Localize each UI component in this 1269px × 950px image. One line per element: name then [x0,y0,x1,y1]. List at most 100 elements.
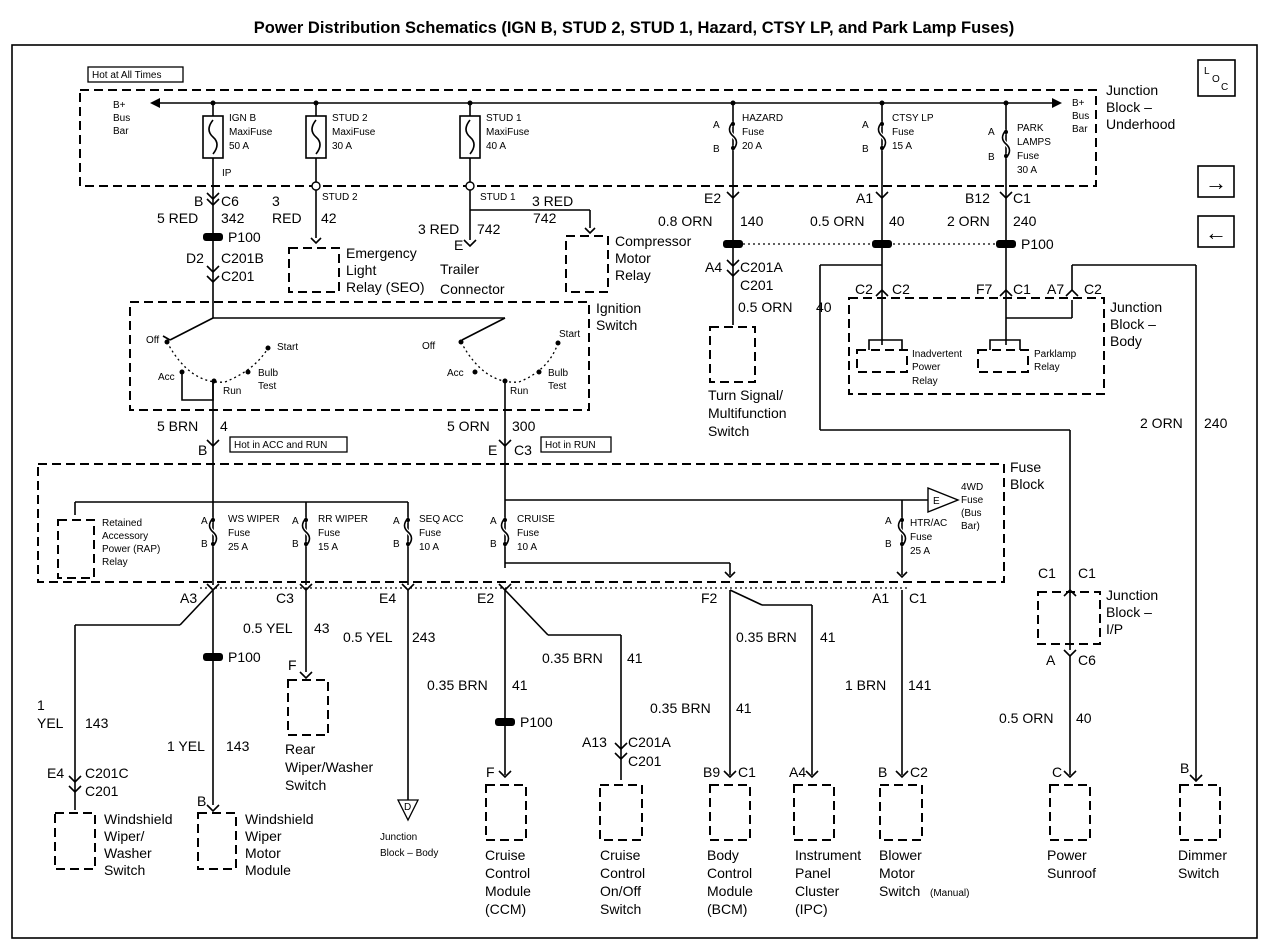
compressor-motor-relay: Compressor Motor Relay [565,233,692,293]
svg-text:RED: RED [272,210,302,226]
svg-text:CTSY LP: CTSY LP [892,113,934,124]
blower-motor-switch: Blower Motor Switch (Manual) [879,784,969,899]
svg-text:E2: E2 [704,190,721,206]
ctsy-lp-fuse: A B CTSY LP Fuse 15 A [862,100,934,186]
svg-text:30 A: 30 A [332,141,352,152]
cruise-control-module: Cruise Control Module (CCM) [485,784,531,917]
svg-text:Motor: Motor [615,250,651,266]
svg-text:RR WIPER: RR WIPER [318,514,368,525]
svg-text:C2: C2 [910,764,928,780]
svg-text:C1: C1 [909,590,927,606]
svg-text:STUD 2: STUD 2 [332,113,368,124]
svg-text:Inadvertent: Inadvertent [912,349,962,360]
rr-wiper-fuse: A B RR WIPER Fuse 15 A [292,502,368,585]
svg-text:10 A: 10 A [517,542,537,553]
location-icon[interactable]: L O C [1197,59,1236,97]
svg-text:LAMPS: LAMPS [1017,137,1051,148]
svg-text:Ignition: Ignition [596,300,641,316]
svg-text:Junction: Junction [380,832,417,843]
svg-text:Acc: Acc [158,372,175,383]
svg-text:0.5 ORN: 0.5 ORN [999,710,1053,726]
svg-text:B: B [194,193,203,209]
svg-text:0.35 BRN: 0.35 BRN [427,677,488,693]
svg-text:Trailer: Trailer [440,261,479,277]
svg-text:0.5 YEL: 0.5 YEL [343,629,393,645]
cruise-fuse: A B CRUISE Fuse 10 A [490,514,555,553]
svg-text:Fuse: Fuse [318,528,341,539]
circuit-143-ws-wiper: A3 P100 1 YEL 143 1 YEL 143 E4 C201C C20… [37,583,261,813]
circuit-742-stud-1: 3 RED 742 3 RED 742 E [418,190,596,253]
svg-text:F7: F7 [976,281,993,297]
svg-text:243: 243 [412,629,436,645]
svg-text:B: B [862,144,869,155]
svg-text:140: 140 [740,213,764,229]
svg-text:C201B: C201B [221,250,264,266]
circuit-300-run: 5 ORN 300 E C3 Hot in RUN [447,381,612,568]
hazard-fuse: A B HAZARD Fuse 20 A [713,100,783,186]
junction-block-underhood-label: Junction Block – Underhood [1106,82,1175,132]
windshield-wiper-motor-module: Windshield Wiper Motor Module [197,811,313,878]
svg-text:B: B [988,152,995,163]
svg-text:MaxiFuse: MaxiFuse [332,127,376,138]
junction-block-body: Junction Block – Body Inadvertent Power … [848,297,1162,395]
svg-text:Block: Block [1010,476,1045,492]
svg-text:Control: Control [600,865,645,881]
svg-text:Retained: Retained [102,518,142,529]
svg-text:15 A: 15 A [318,542,338,553]
svg-text:P100: P100 [228,649,261,665]
svg-text:Fuse: Fuse [742,127,765,138]
svg-text:HTR/AC: HTR/AC [910,518,947,529]
previous-page-button[interactable]: ← [1197,215,1235,248]
svg-text:C2: C2 [1084,281,1102,297]
svg-text:Module: Module [485,883,531,899]
svg-text:5 ORN: 5 ORN [447,418,490,434]
next-page-button[interactable]: → [1197,165,1235,198]
svg-text:A4: A4 [789,764,806,780]
svg-text:42: 42 [321,210,337,226]
power-sunroof: Power Sunroof [1047,784,1096,881]
svg-text:STUD 1: STUD 1 [480,192,516,203]
svg-text:IGN B: IGN B [229,113,257,124]
svg-text:Relay: Relay [102,557,128,568]
svg-text:Cluster: Cluster [795,883,840,899]
svg-text:Rear: Rear [285,741,316,757]
svg-text:0.5 YEL: 0.5 YEL [243,620,293,636]
svg-text:2 ORN: 2 ORN [947,213,990,229]
svg-text:Relay (SEO): Relay (SEO) [346,279,425,295]
svg-text:Fuse: Fuse [910,532,933,543]
svg-text:4WD: 4WD [961,482,983,493]
svg-text:Block – Body: Block – Body [380,848,438,859]
circuit-42-stud-2: 3 RED 42 [272,190,337,245]
svg-text:50 A: 50 A [229,141,249,152]
svg-text:(Bus: (Bus [961,508,982,519]
svg-text:Off: Off [422,341,435,352]
circuit-240-park: B12 C1 2 ORN 240 P100 F7 C1 A7 C2 2 ORN … [947,186,1228,780]
svg-text:C1: C1 [738,764,756,780]
bus-bar-arrow-right [1052,98,1062,108]
svg-text:Switch: Switch [600,901,641,917]
svg-text:A1: A1 [856,190,873,206]
svg-text:C201A: C201A [628,734,671,750]
svg-text:SEQ ACC: SEQ ACC [419,514,463,525]
circuit-41-cruise: E2 0.35 BRN 41 0.35 BRN 41 P100 F A13 C2… [427,583,671,780]
circuit-43-rr-wiper: C3 0.5 YEL 43 F [243,583,330,680]
svg-text:Block –: Block – [1110,316,1156,332]
svg-text:342: 342 [221,210,245,226]
svg-text:C201: C201 [221,268,255,284]
svg-text:C201: C201 [85,783,119,799]
svg-text:(BCM): (BCM) [707,901,747,917]
svg-text:Bar: Bar [1072,124,1088,135]
svg-text:Relay: Relay [912,376,938,387]
svg-text:C: C [1052,764,1062,780]
svg-text:Switch: Switch [708,423,749,439]
svg-text:A: A [1046,652,1056,668]
svg-text:30 A: 30 A [1017,165,1037,176]
windshield-wiper-washer-switch: Windshield Wiper/ Washer Switch [54,811,172,878]
svg-text:B: B [1180,760,1189,776]
svg-text:43: 43 [314,620,330,636]
svg-text:Hot in RUN: Hot in RUN [545,440,596,451]
svg-text:B: B [393,539,400,550]
svg-text:15 A: 15 A [892,141,912,152]
svg-text:A: A [201,516,208,527]
svg-text:Start: Start [559,329,580,340]
